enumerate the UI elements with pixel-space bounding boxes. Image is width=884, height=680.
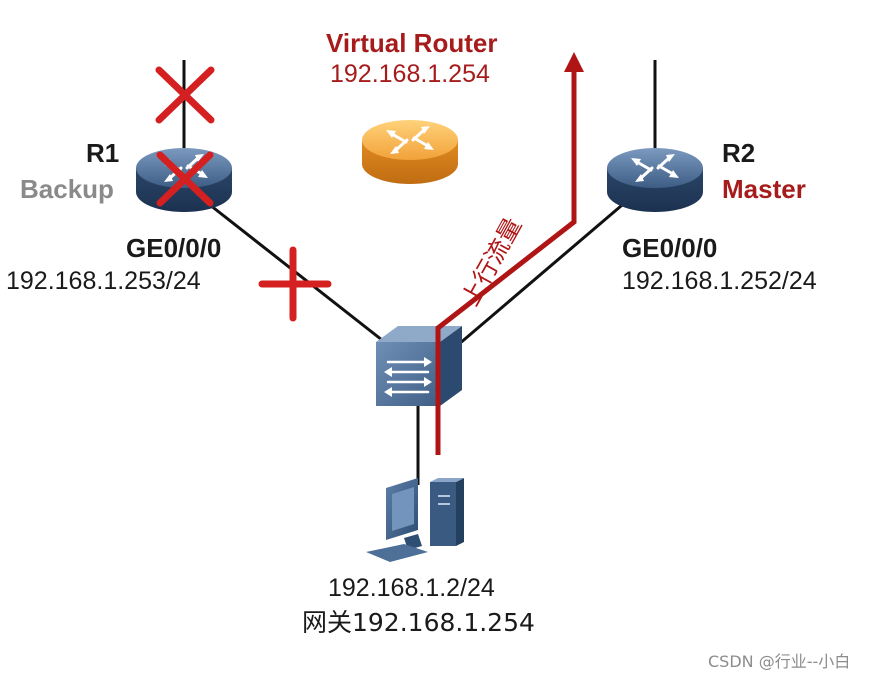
failure-cross-icon [258,246,332,322]
failure-x-icon [156,151,214,207]
r2-router-icon [607,148,703,212]
virtual-router-name: Virtual Router [326,28,498,58]
traffic-arrow-icon [564,52,584,72]
r2-role: Master [722,174,806,204]
uplink-traffic-path [435,52,584,455]
r1-ip: 192.168.1.253/24 [6,267,201,295]
r2-ip: 192.168.1.252/24 [622,267,817,295]
r2-name: R2 [722,138,756,168]
pc-ip: 192.168.1.2/24 [328,574,495,602]
r1-role: Backup [20,174,114,204]
switch-icon [376,326,462,406]
pc-icon [366,478,464,562]
virtual-router-icon [362,120,458,184]
pc-gateway: 网关192.168.1.254 [302,608,535,637]
failure-x-icon [155,66,215,124]
virtual-router-ip: 192.168.1.254 [330,60,490,88]
watermark: CSDN @行业--小白 [708,652,851,671]
r1-name: R1 [86,138,120,168]
r1-interface: GE0/0/0 [126,233,222,263]
r2-interface: GE0/0/0 [622,233,718,263]
r2-switch-link [451,198,629,352]
